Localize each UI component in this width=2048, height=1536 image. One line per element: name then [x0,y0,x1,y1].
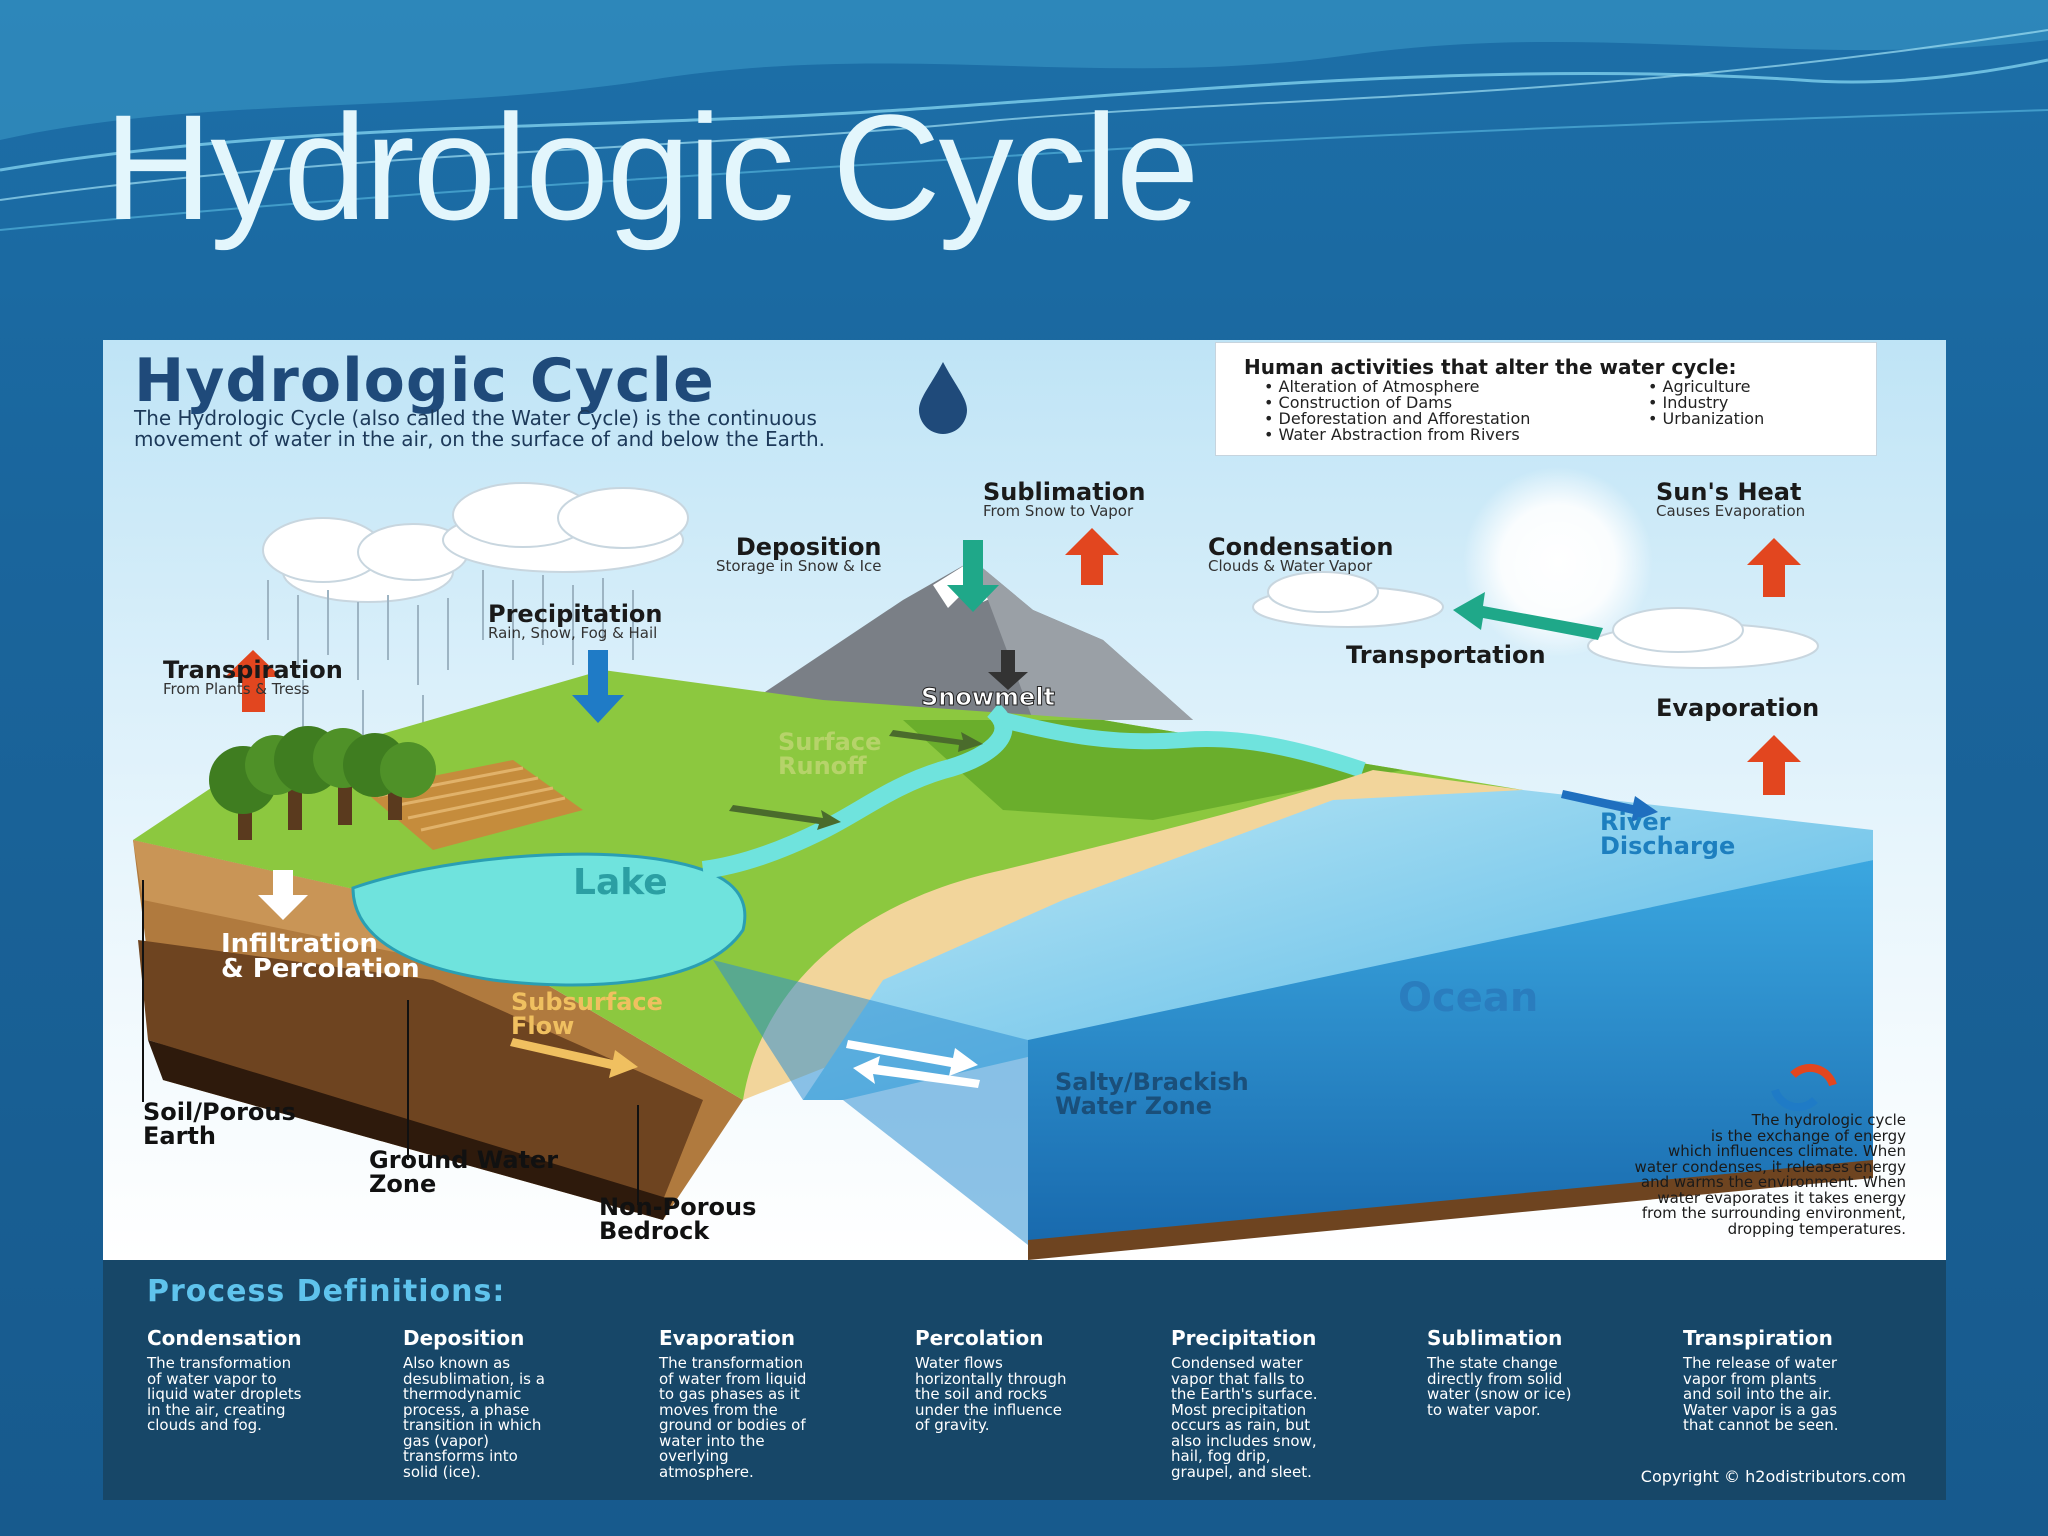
exchange-arrows [846,1040,980,1088]
arrow-up-orange-icon [225,528,1801,795]
definition-condensation: Condensation The transformation of water… [147,1326,302,1434]
arrow-down-white-icon [258,870,308,920]
process-definitions-panel: Process Definitions: Condensation The tr… [103,1260,1946,1500]
definition-sublimation: Sublimation The state change directly fr… [1427,1326,1572,1419]
cycle-energy-note: The hydrologic cycle is the exchange of … [1634,1111,1906,1238]
leader-lines [142,880,639,1205]
label-lake: Lake [573,862,668,903]
ocean-surface [803,790,1873,1100]
label-ocean: Ocean [1398,975,1539,1021]
cycle-icon [1771,1063,1837,1112]
human-activities-list-right: Agriculture Industry Urbanization [1648,379,1765,427]
runoff-arrows [729,730,983,830]
earth-layers [133,840,743,1220]
ocean-front [1028,860,1873,1245]
tree-icon [209,726,436,840]
human-activities-list-left: Alteration of Atmosphere Construction of… [1264,379,1531,443]
label-non-porous-bedrock: Non-Porous Bedrock [599,1193,757,1245]
infographic-description: The Hydrologic Cycle (also called the Wa… [134,406,826,451]
copyright-notice: Copyright © h2odistributors.com [1640,1467,1906,1486]
subsurface-flow-arrow-icon [510,1038,638,1078]
sun-icon [1463,467,1653,657]
label-subsurface-flow: Subsurface Flow [511,988,663,1040]
label-ground-water-zone: Ground Water Zone [369,1146,559,1198]
rain-streaks [267,570,634,760]
arrow-down-blue-icon [572,650,624,723]
definition-deposition: Deposition Also known as desublimation, … [403,1326,545,1481]
arrow-down-teal-icon [947,540,999,612]
label-transportation: Transportation [1346,641,1546,669]
label-surface-runoff: Surface Runoff [778,728,882,780]
label-sublimation: Sublimation From Snow to Vapor [983,478,1146,520]
definition-transpiration: Transpiration The release of water vapor… [1683,1326,1839,1434]
label-soil-porous-earth: Soil/Porous Earth [143,1098,296,1150]
label-evaporation: Evaporation [1656,694,1820,722]
arrow-down-dark-icon [988,650,1028,690]
hydrologic-cycle-infographic: Hydrologic Cycle The Hydrologic Cycle (a… [103,340,1946,1500]
lake [351,852,747,987]
slide-title: Hydrologic Cycle [104,83,1199,251]
label-precipitation: Precipitation Rain, Snow, Fog & Hail [488,600,663,642]
river [701,703,1013,879]
human-activities-box: Human activities that alter the water cy… [1215,342,1877,456]
label-river-discharge: River Discharge [1600,808,1736,860]
water-drop-icon [919,362,967,434]
definition-percolation: Percolation Water flows horizontally thr… [915,1326,1067,1434]
label-suns-heat: Sun's Heat Causes Evaporation [1656,478,1806,520]
label-salty-brackish-zone: Salty/Brackish Water Zone [1055,1068,1249,1120]
water-cycle-scene [103,340,1946,1260]
label-deposition: Deposition Storage in Snow & Ice [716,533,882,575]
process-definitions-title: Process Definitions: [147,1274,506,1309]
definition-precipitation: Precipitation Condensed water vapor that… [1171,1326,1318,1481]
arrow-left-teal-icon [1453,592,1603,640]
definition-evaporation: Evaporation The transformation of water … [659,1326,807,1481]
human-activities-title: Human activities that alter the water cy… [1244,355,1737,379]
river-discharge-arrow-icon [1561,790,1658,822]
header-wave-decoration [0,0,2048,231]
infographic-title: Hydrologic Cycle [134,346,715,416]
label-infiltration-percolation: Infiltration & Percolation [221,929,420,984]
label-condensation: Condensation Clouds & Water Vapor [1208,533,1394,575]
cloud-icon [262,482,1819,669]
label-transpiration: Transpiration From Plants & Tress [163,656,343,698]
label-snowmelt: Snowmelt [920,683,1056,711]
